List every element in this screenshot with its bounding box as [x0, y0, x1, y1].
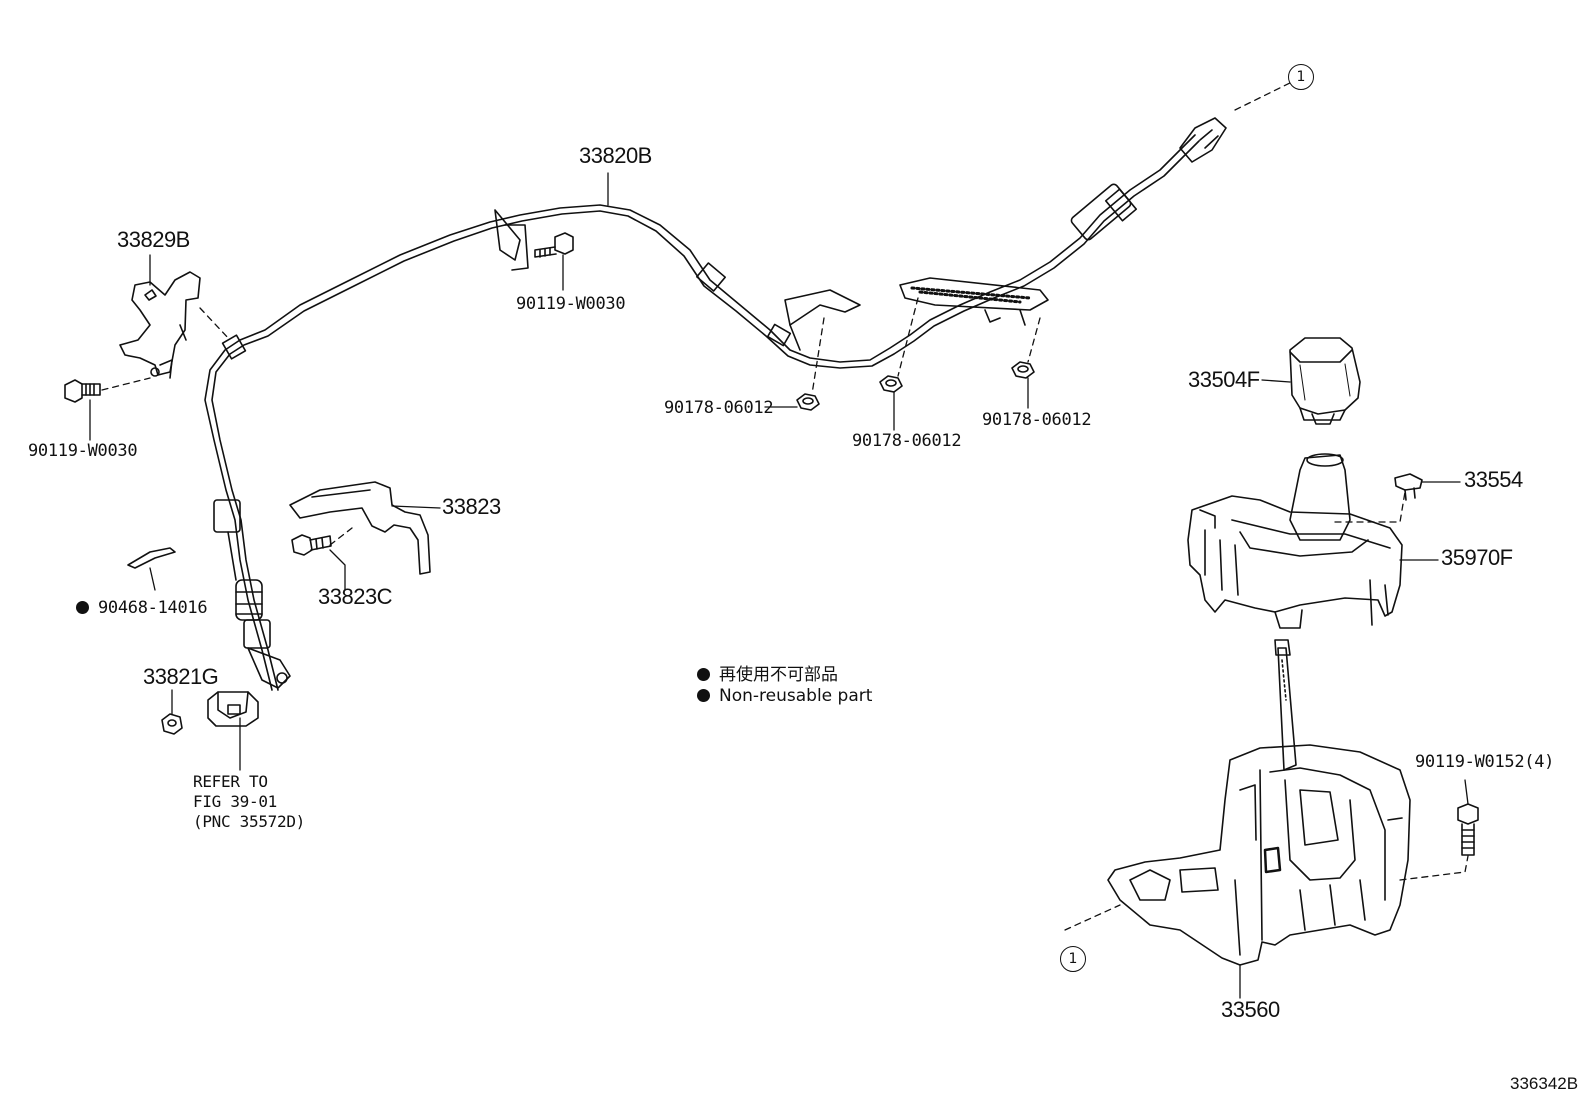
label-33554: 33554: [1464, 467, 1523, 492]
nut-90178-06012-c: [1011, 361, 1035, 379]
nut-90178-06012-a: [796, 393, 820, 411]
ref-marker-top: 1: [1288, 64, 1314, 90]
label-33820b: 33820B: [579, 143, 652, 168]
label-33823: 33823: [442, 494, 501, 519]
non-reusable-dot: [76, 601, 89, 614]
label-leaders: [89, 172, 1469, 999]
label-90119-w0030-left: 90119-W0030: [28, 441, 138, 461]
nut-90178-06012-b: [879, 375, 903, 393]
housing-35970f: [1187, 453, 1403, 629]
label-33829b: 33829B: [117, 227, 190, 252]
refer-line-3: (PNC 35572D): [193, 812, 305, 831]
label-90178-06012-a: 90178-06012: [664, 398, 774, 418]
legend-en: Non-reusable part: [697, 686, 872, 706]
shift-knob-33504f: [1289, 337, 1361, 425]
shift-lever-33560: [1107, 639, 1411, 966]
label-33821g: 33821G: [143, 664, 219, 689]
label-33823c: 33823C: [318, 584, 393, 609]
ref-marker-bottom: 1: [1060, 946, 1086, 972]
legend-jp: 再使用不可部品: [697, 660, 838, 685]
clip-33554: [1394, 473, 1423, 501]
bracket-33823: [289, 481, 431, 575]
dashed-leaders: [101, 79, 1469, 931]
label-33504f: 33504F: [1188, 367, 1260, 392]
legend-en-text: Non-reusable part: [719, 686, 873, 706]
bolt-90119-w0030-center: [534, 232, 574, 258]
label-90468-14016-text: 90468-14016: [98, 598, 208, 618]
nut-33821g: [161, 713, 183, 735]
legend-jp-text: 再使用不可部品: [719, 665, 838, 685]
legend-dot-jp: [697, 668, 710, 681]
label-90119-w0152: 90119-W0152(4): [1415, 752, 1555, 772]
legend-dot-en: [697, 689, 710, 702]
label-90119-w0030-center: 90119-W0030: [516, 294, 626, 314]
bolt-90119-w0030-left: [64, 379, 101, 403]
label-35970f: 35970F: [1441, 545, 1513, 570]
bolt-90119-w0152: [1457, 803, 1479, 856]
refer-line-2: FIG 39-01: [193, 792, 277, 811]
figure-code: 336342B: [1510, 1074, 1579, 1093]
cable-bracket-center: [784, 289, 861, 351]
label-90468-14016: 90468-14016: [76, 598, 208, 618]
label-90178-06012-b: 90178-06012: [852, 431, 962, 451]
label-90178-06012-c: 90178-06012: [982, 410, 1092, 430]
label-33560: 33560: [1221, 997, 1280, 1022]
bracket-33829b: [119, 271, 201, 379]
shift-cable-33820b: [204, 117, 1227, 691]
cable-bracket-plate: [899, 277, 1049, 326]
bushing: [207, 691, 259, 727]
bolt-33823c: [291, 534, 332, 556]
refer-line-1: REFER TO: [193, 772, 268, 791]
clip-90468-14016: [127, 547, 176, 569]
